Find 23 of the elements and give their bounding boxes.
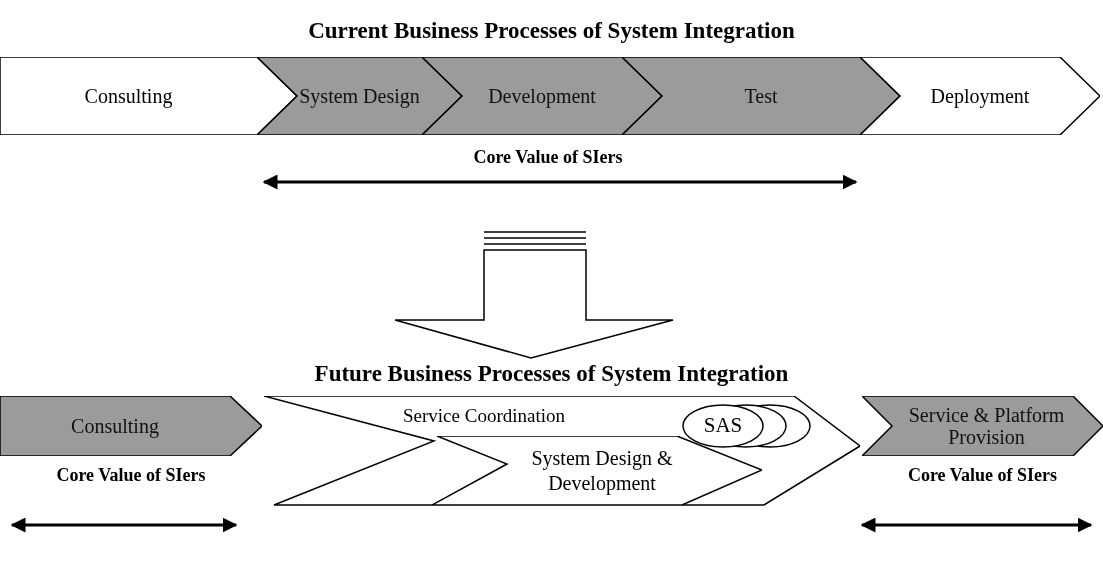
node-label: Test [744, 84, 778, 109]
heading: Future Business Processes of System Integration [314, 361, 789, 386]
node-label: Service & Platform Provision [907, 404, 1066, 448]
chevron-shape [422, 57, 662, 135]
node-label: Deployment [930, 84, 1030, 110]
node-label: Development [488, 84, 596, 110]
node-label: System Design & Development [530, 445, 674, 496]
span-label: Core Value of SIers [473, 147, 623, 167]
node-label: Consulting [84, 84, 173, 110]
span-label: Core Value of SIers [56, 464, 206, 487]
heading: Current Business Processes of System Integration [308, 18, 795, 43]
ellipse-stack [682, 404, 812, 448]
chevron-shape [0, 57, 297, 135]
chevron-shape [622, 57, 900, 135]
chevron-shape [257, 57, 462, 135]
node-label: Service Coordination [403, 404, 565, 428]
chevron-shape [264, 396, 860, 506]
span-label: Core Value of SIers [907, 464, 1058, 487]
node-label: System Design [299, 84, 420, 110]
chevron-shape [860, 57, 1100, 135]
chevron-shape [432, 436, 762, 505]
node-label: Consulting [71, 414, 159, 440]
node-label: SAS [703, 412, 743, 440]
